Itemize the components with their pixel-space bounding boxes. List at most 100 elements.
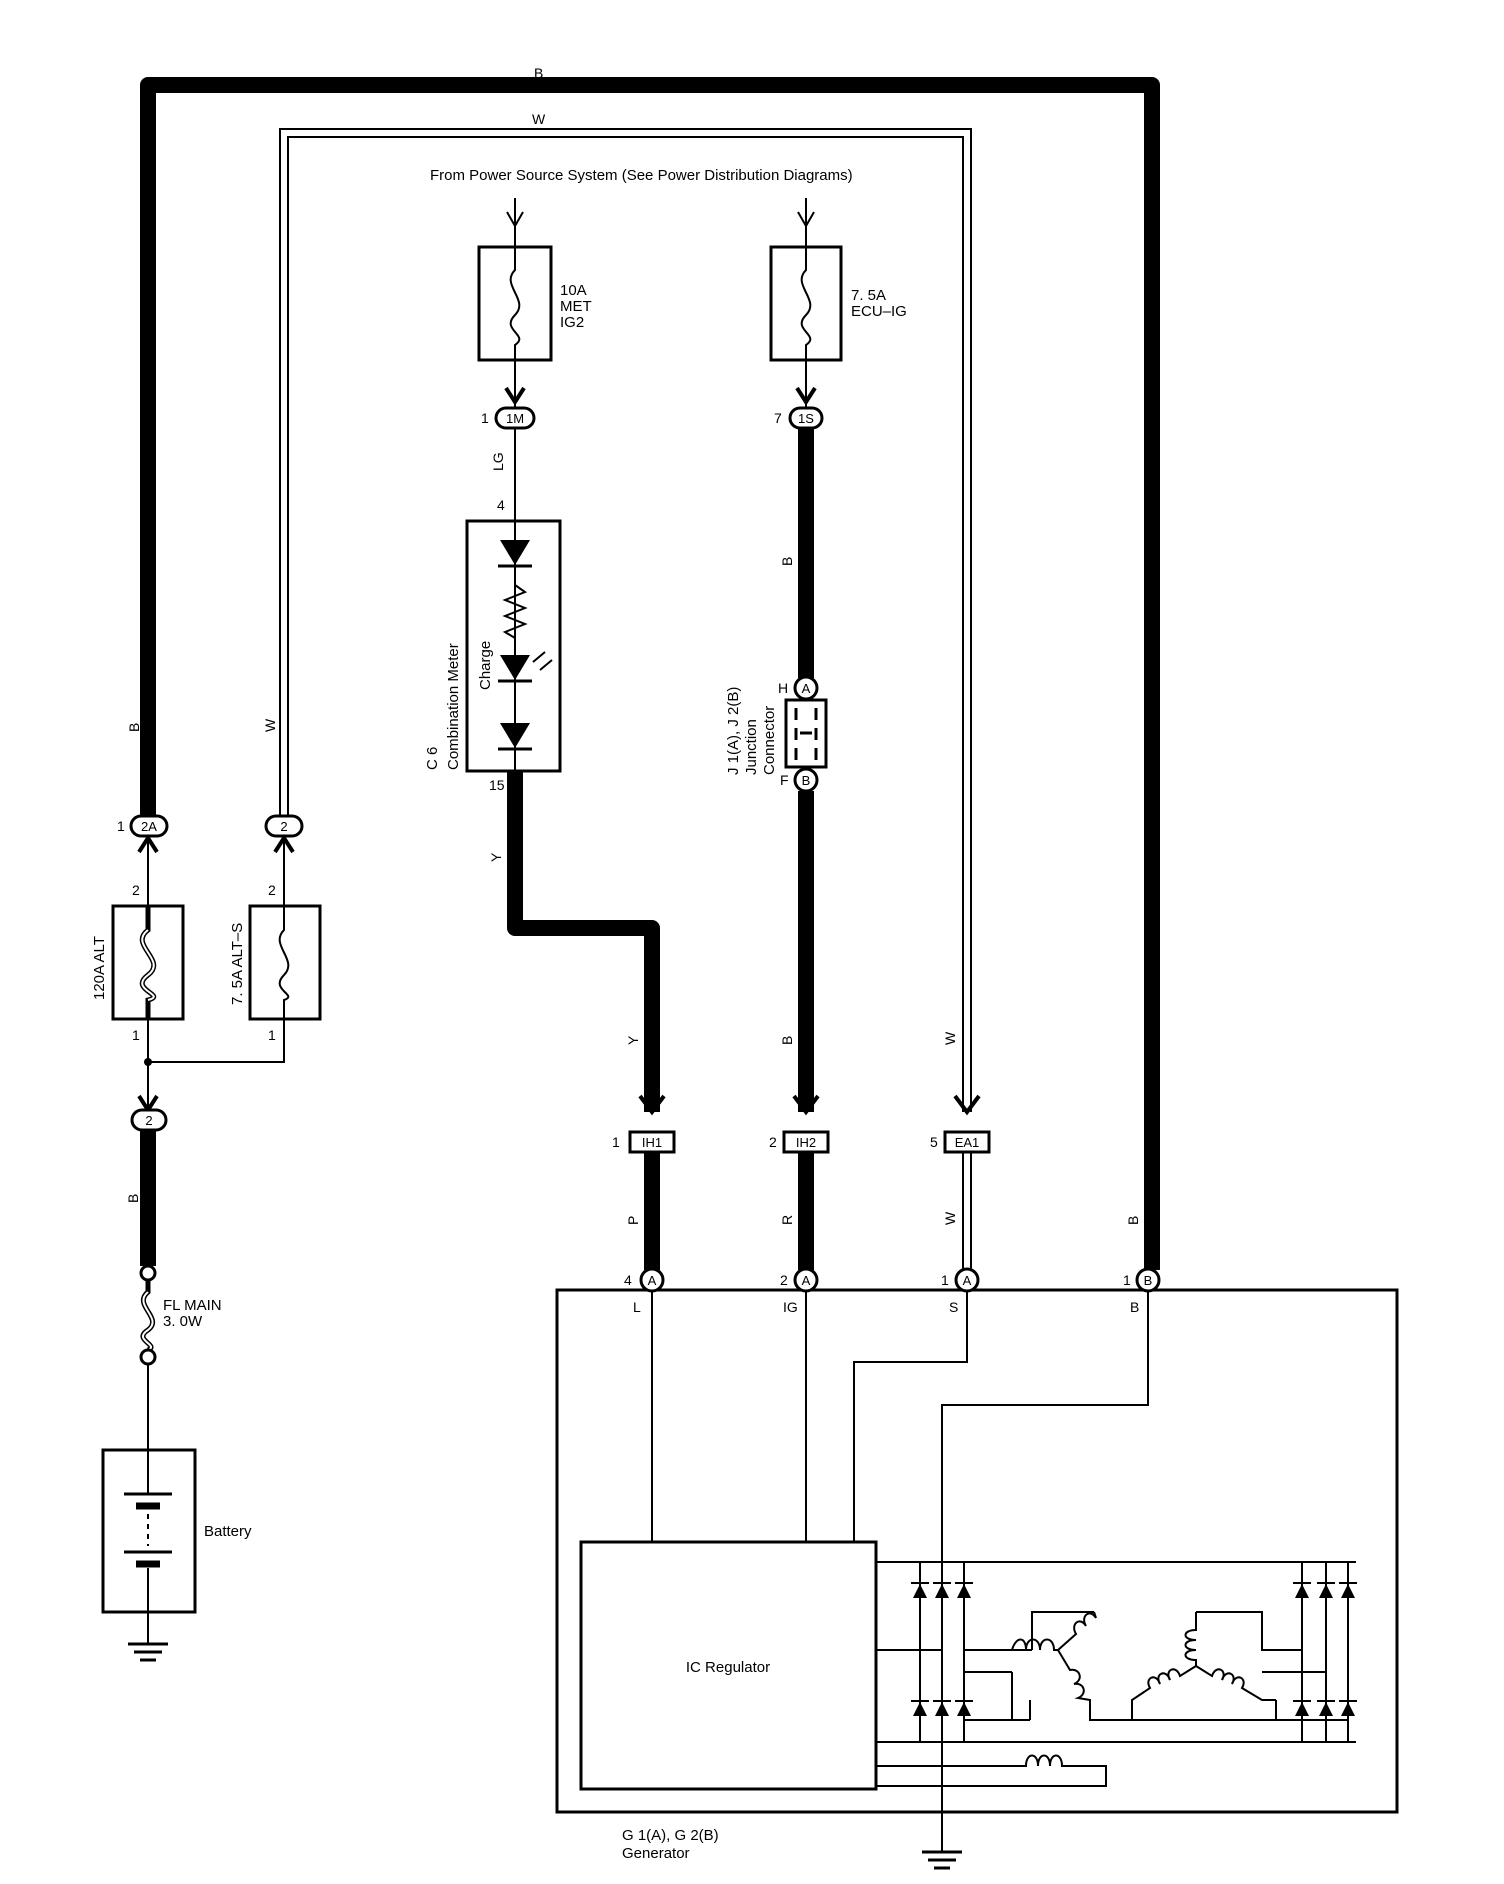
rectifier-bus bbox=[876, 1561, 1356, 1767]
field-coil bbox=[876, 1754, 1107, 1787]
connector-ih1-code: IH1 bbox=[642, 1135, 662, 1150]
arrow-alt-up bbox=[137, 834, 159, 854]
gen-t3-conn: A bbox=[963, 1273, 972, 1288]
gen-t2-pin: 2 bbox=[780, 1272, 788, 1288]
wire-b-main bbox=[140, 77, 1160, 1270]
connector-1s-pin: 7 bbox=[774, 410, 782, 426]
meter-name: Combination Meter bbox=[445, 643, 462, 770]
ic-regulator-box bbox=[579, 1540, 878, 1791]
arrow-ecu-out bbox=[795, 386, 817, 406]
stator-winding-left bbox=[1011, 1611, 1122, 1721]
connector-ea1 bbox=[943, 1130, 991, 1154]
fl-main-inner bbox=[141, 1291, 154, 1351]
wire-color-w-gen: W bbox=[942, 1211, 958, 1225]
connector-2a-pin: 1 bbox=[117, 818, 125, 834]
arrow-alts-up bbox=[273, 834, 295, 854]
resistor-icon bbox=[502, 584, 528, 639]
gen-t4-name: B bbox=[1130, 1299, 1139, 1315]
fl-main-rating: 3. 0W bbox=[163, 1313, 203, 1330]
wire-color-b-battery: B bbox=[125, 1194, 141, 1203]
connector-1s-code: 1S bbox=[798, 411, 814, 426]
wire-color-b-ecu: B bbox=[779, 557, 795, 566]
gen-t1-conn: A bbox=[648, 1273, 657, 1288]
ic-regulator-label: IC Regulator bbox=[686, 1659, 770, 1676]
arrow-ea1 bbox=[953, 1094, 981, 1116]
battery-icon bbox=[124, 1450, 172, 1612]
generator-ground-icon bbox=[922, 1850, 962, 1870]
fuse-met-circuit: IG2 bbox=[560, 314, 584, 331]
rectifier-diode-bars bbox=[911, 1582, 1357, 1702]
wire-color-b-gen: B bbox=[1125, 1216, 1141, 1225]
diode-2-icon bbox=[500, 723, 530, 748]
connector-1m-code: 1M bbox=[506, 411, 524, 426]
gen-t3-name: S bbox=[949, 1299, 958, 1315]
battery-label: Battery bbox=[204, 1523, 252, 1540]
meter-pin-in: 4 bbox=[497, 497, 505, 513]
junction-conn-a-code: A bbox=[802, 681, 811, 696]
gen-t4-conn: B bbox=[1144, 1273, 1153, 1288]
fuse-ecu-rating: 7. 5A bbox=[851, 287, 886, 304]
wire-color-y-2: Y bbox=[625, 1035, 641, 1045]
fuse-alts-label: 7. 5A ALT–S bbox=[229, 923, 246, 1005]
fuse-met-name: MET bbox=[560, 298, 592, 315]
charge-lamp-led-icon bbox=[500, 655, 530, 680]
stator-winding-right bbox=[1131, 1611, 1276, 1720]
splice-dot bbox=[144, 1058, 152, 1066]
wire-color-b-ih2: B bbox=[779, 1036, 795, 1045]
generator-name: Generator bbox=[622, 1845, 690, 1862]
wire-color-b-top: B bbox=[534, 65, 543, 81]
connector-ea1-pin: 5 bbox=[930, 1134, 938, 1150]
arrow-met-in bbox=[506, 211, 524, 229]
arrow-ih2 bbox=[792, 1094, 820, 1116]
fuse-alts-symbol bbox=[278, 906, 290, 1019]
wire-color-y-1: Y bbox=[488, 852, 504, 862]
fl-main-top-terminal bbox=[139, 1264, 157, 1282]
power-source-note: From Power Source System (See Power Dist… bbox=[430, 167, 853, 184]
fl-main-bottom-terminal bbox=[139, 1348, 157, 1366]
charge-lamp-label: Charge bbox=[477, 641, 494, 690]
connector-2-w-code: 2 bbox=[280, 819, 287, 834]
wire-color-w-top: W bbox=[532, 111, 546, 127]
connector-2-b-code: 2 bbox=[145, 1113, 152, 1128]
gen-t2-conn: A bbox=[802, 1273, 811, 1288]
diode-1-icon bbox=[500, 540, 530, 565]
wire-alt-join bbox=[147, 1019, 285, 1120]
junction-name-1: Junction bbox=[743, 719, 760, 775]
rectifier-diodes bbox=[913, 1584, 1355, 1716]
fuse-met-rating: 10A bbox=[560, 282, 587, 299]
junction-name-2: Connector bbox=[761, 706, 778, 775]
led-rays-icon bbox=[532, 651, 553, 671]
fuse-ecu-name: ECU–IG bbox=[851, 303, 907, 320]
wire-color-w-ea1: W bbox=[942, 1031, 958, 1045]
fuse-alts-pin-bottom: 1 bbox=[268, 1027, 276, 1043]
generator-box bbox=[555, 1288, 1399, 1814]
fuse-alt-pin-top: 2 bbox=[132, 882, 140, 898]
gen-t3-pin: 1 bbox=[941, 1272, 949, 1288]
wire-w-loop bbox=[279, 128, 972, 1112]
fuse-ecu-symbol bbox=[800, 247, 812, 360]
meter-code: C 6 bbox=[424, 747, 441, 770]
fuse-met-symbol bbox=[509, 247, 521, 360]
wire-color-r: R bbox=[779, 1215, 795, 1225]
fuse-alts-pin-top: 2 bbox=[268, 882, 276, 898]
wire-color-lg: LG bbox=[490, 452, 506, 471]
fl-main-name: FL MAIN bbox=[163, 1297, 222, 1314]
fuse-alt-label: 120A ALT bbox=[91, 936, 108, 1000]
wire-color-w-left: W bbox=[262, 718, 278, 732]
meter-pin-out: 15 bbox=[489, 777, 505, 793]
gen-t1-name: L bbox=[633, 1299, 641, 1315]
generator-code: G 1(A), G 2(B) bbox=[622, 1827, 719, 1844]
connector-1m-pin: 1 bbox=[481, 410, 489, 426]
connector-2a-code: 2A bbox=[141, 819, 157, 834]
connector-ih1-pin: 1 bbox=[612, 1134, 620, 1150]
arrow-ecu-in bbox=[797, 211, 815, 229]
connector-ih2-pin: 2 bbox=[769, 1134, 777, 1150]
junction-pin-b: F bbox=[780, 772, 789, 788]
junction-dashes bbox=[794, 708, 818, 760]
gen-t4-pin: 1 bbox=[1123, 1272, 1131, 1288]
gen-t2-name: IG bbox=[783, 1299, 798, 1315]
wire-color-b-left: B bbox=[126, 723, 142, 732]
battery-ground-icon bbox=[128, 1642, 168, 1662]
gen-t1-pin: 4 bbox=[624, 1272, 632, 1288]
